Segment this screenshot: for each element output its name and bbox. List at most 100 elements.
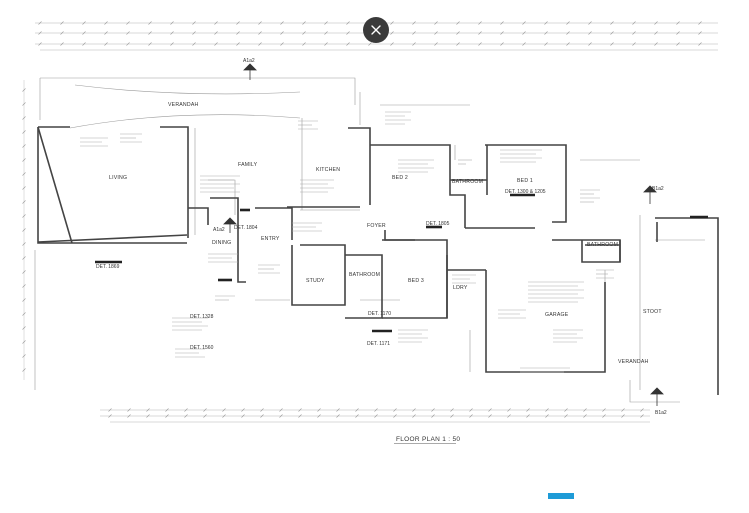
dimension-tick xyxy=(621,414,625,418)
room-bed-1: BED 1 xyxy=(517,178,533,184)
room-garage: GARAGE xyxy=(545,312,569,318)
dimension-tick xyxy=(478,21,482,25)
dimension-tick xyxy=(302,42,306,46)
dimension-tick xyxy=(610,42,614,46)
dimension-tick xyxy=(22,256,26,260)
dimension-tick xyxy=(393,414,397,418)
dimension-tick xyxy=(236,21,240,25)
dimension-tick xyxy=(241,408,245,412)
dimension-tick xyxy=(544,21,548,25)
dimension-tick xyxy=(298,408,302,412)
dimension-tick xyxy=(602,408,606,412)
dimension-tick xyxy=(390,21,394,25)
dimension-tick xyxy=(22,172,26,176)
dimension-tick xyxy=(22,116,26,120)
dimension-tick xyxy=(374,408,378,412)
dimension-tick xyxy=(566,42,570,46)
dimension-tick xyxy=(456,42,460,46)
dimension-tick xyxy=(82,42,86,46)
dimension-tick xyxy=(127,414,131,418)
room-living: LIVING xyxy=(109,175,127,181)
dimension-tick xyxy=(698,21,702,25)
dimension-tick xyxy=(302,31,306,35)
dimension-tick xyxy=(346,42,350,46)
dimension-tick xyxy=(22,298,26,302)
dimension-tick xyxy=(434,31,438,35)
dimension-tick xyxy=(203,408,207,412)
dimension-tick xyxy=(192,31,196,35)
dimension-tick xyxy=(583,414,587,418)
dimension-tick xyxy=(450,414,454,418)
dimension-tick xyxy=(336,414,340,418)
dimension-tick xyxy=(22,200,26,204)
detail-1804: DET. 1804 xyxy=(234,225,258,231)
dimension-tick xyxy=(165,414,169,418)
dimension-tick xyxy=(324,21,328,25)
dimension-tick xyxy=(544,42,548,46)
dimension-tick xyxy=(469,408,473,412)
dimension-tick xyxy=(393,408,397,412)
dimension-tick xyxy=(698,31,702,35)
dimension-tick xyxy=(412,42,416,46)
dimension-tick xyxy=(170,21,174,25)
detail-1560: DET. 1560 xyxy=(190,345,214,351)
dimension-tick xyxy=(126,21,130,25)
dimension-tick xyxy=(431,414,435,418)
dimension-tick xyxy=(676,21,680,25)
dimension-tick xyxy=(564,408,568,412)
dimension-tick xyxy=(488,408,492,412)
dimension-tick xyxy=(22,158,26,162)
dimension-tick xyxy=(588,21,592,25)
dimension-tick xyxy=(522,31,526,35)
dimension-tick xyxy=(324,31,328,35)
dimension-tick xyxy=(258,31,262,35)
dimension-tick xyxy=(488,414,492,418)
detail-1170: DET. 1170 xyxy=(368,311,391,317)
dimension-tick xyxy=(431,408,435,412)
dimension-tick xyxy=(390,42,394,46)
page-indicator[interactable] xyxy=(548,493,574,499)
dimension-tick xyxy=(526,408,530,412)
dimension-tick xyxy=(279,408,283,412)
dimension-tick xyxy=(621,408,625,412)
floor-plan-caption: FLOOR PLAN 1 : 50 xyxy=(396,436,460,443)
dimension-tick xyxy=(355,408,359,412)
dimension-tick xyxy=(346,21,350,25)
dimension-tick xyxy=(640,414,644,418)
dimension-tick xyxy=(298,414,302,418)
dimension-tick xyxy=(280,31,284,35)
dimension-lines xyxy=(22,21,718,423)
dimension-tick xyxy=(566,21,570,25)
dimension-tick xyxy=(545,408,549,412)
dimension-tick xyxy=(566,31,570,35)
dimension-tick xyxy=(236,31,240,35)
dimension-tick xyxy=(478,31,482,35)
dimension-tick xyxy=(522,42,526,46)
dimension-tick xyxy=(108,414,112,418)
room-bed-3: BED 3 xyxy=(408,278,424,284)
dimension-tick xyxy=(22,326,26,330)
dimension-tick xyxy=(258,21,262,25)
dimension-tick xyxy=(104,31,108,35)
dimension-tick xyxy=(676,31,680,35)
dimension-tick xyxy=(434,21,438,25)
dimension-tick xyxy=(640,408,644,412)
dimension-tick xyxy=(184,414,188,418)
dimension-tick xyxy=(214,21,218,25)
dimension-tick xyxy=(456,31,460,35)
dimension-tick xyxy=(654,31,658,35)
dimension-tick xyxy=(610,21,614,25)
dimension-tick xyxy=(38,42,42,46)
dimension-tick xyxy=(374,414,378,418)
dimension-tick xyxy=(126,42,130,46)
dimension-tick xyxy=(236,42,240,46)
close-button[interactable] xyxy=(363,17,389,43)
dimension-tick xyxy=(610,31,614,35)
dimension-tick xyxy=(698,42,702,46)
dimension-tick xyxy=(222,408,226,412)
room-verandah-north: VERANDAH xyxy=(168,102,198,108)
dimension-tick xyxy=(478,42,482,46)
dimension-tick xyxy=(22,144,26,148)
section-accents xyxy=(95,193,708,333)
